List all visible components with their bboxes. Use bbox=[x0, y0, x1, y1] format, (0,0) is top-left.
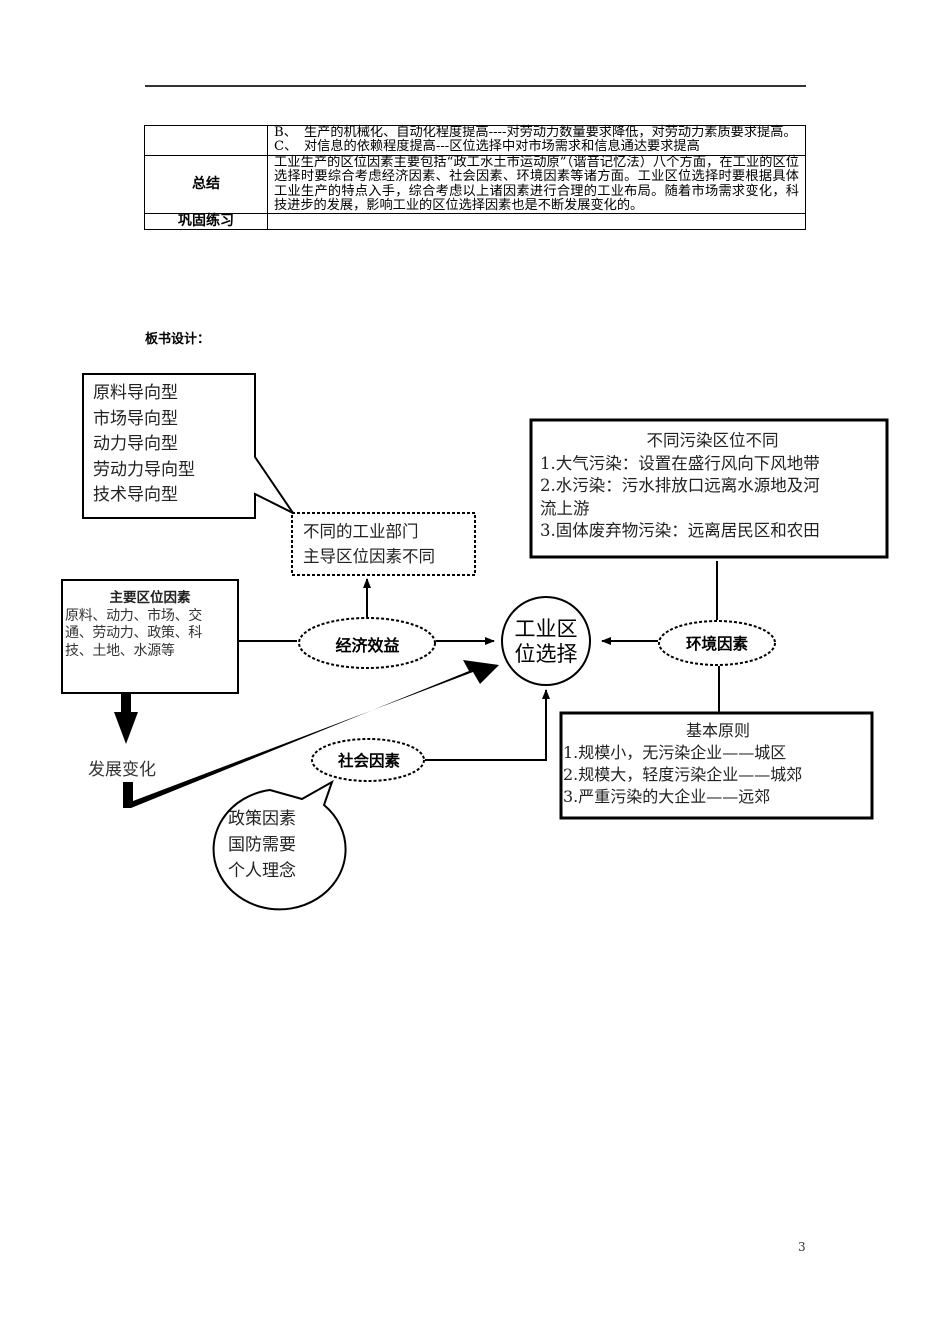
principle-line: 2.规模大，轻度污染企业——城郊 bbox=[563, 765, 803, 784]
pollution-line: 2.水污染：污水排放口远离水源地及河 bbox=[540, 476, 820, 495]
pollution-title: 不同污染区位不同 bbox=[646, 431, 779, 450]
orientation-type: 劳动力导向型 bbox=[93, 459, 195, 480]
main-factors-line: 原料、动力、市场、交 bbox=[65, 607, 202, 624]
item-marker: B、 bbox=[274, 125, 297, 140]
environment-factor-ellipse bbox=[658, 620, 776, 666]
item-text: 生产的机械化、自动化程度提高----对劳动力数量要求降低，对劳动力素质要求提高。 bbox=[304, 125, 797, 140]
economic-benefit-ellipse bbox=[298, 617, 436, 669]
center-label-line: 工业区 bbox=[514, 617, 578, 641]
thick-arrow-shaft bbox=[121, 693, 131, 713]
row-content: B、 生产的机械化、自动化程度提高----对劳动力数量要求降低，对劳动力素质要求… bbox=[267, 125, 806, 156]
department-note-line: 不同的工业部门 bbox=[303, 522, 419, 541]
header-rule bbox=[145, 85, 806, 87]
row-label: 巩固练习 bbox=[144, 213, 268, 230]
summary-text: 工业生产的区位因素主要包括“政工水土市运动原”（谐音记忆法）八个方面，在工业的区… bbox=[267, 154, 806, 215]
main-factors-text: 主要区位因素 原料、动力、市场、交 通、劳动力、政策、科 技、土地、水源等 bbox=[65, 590, 235, 660]
principles-title: 基本原则 bbox=[685, 721, 750, 740]
department-box bbox=[291, 512, 476, 576]
social-factor-ellipse bbox=[311, 738, 425, 782]
item-text: 对信息的依赖程度提高---区位选择中对市场需求和信息通达要求提高 bbox=[304, 139, 700, 155]
row-label bbox=[144, 125, 268, 156]
main-factors-title: 主要区位因素 bbox=[109, 590, 191, 606]
pollution-box bbox=[529, 418, 889, 559]
social-bubble-text: 政策因素 国防需要 个人理念 bbox=[228, 806, 296, 884]
table-row: 巩固练习 bbox=[144, 213, 806, 230]
department-note: 不同的工业部门 主导区位因素不同 bbox=[303, 519, 435, 569]
list-item: C、 对信息的依赖程度提高---区位选择中对市场需求和信息通达要求提高 bbox=[274, 139, 799, 155]
social-callout bbox=[212, 779, 347, 911]
section-title: 板书设计： bbox=[145, 332, 211, 347]
main-factors-line: 通、劳动力、政策、科 bbox=[65, 625, 202, 641]
page-number: 3 bbox=[798, 1240, 806, 1254]
exercise-cell bbox=[267, 213, 806, 230]
main-factors-line: 技、土地、水源等 bbox=[65, 642, 175, 659]
item-marker: C、 bbox=[274, 139, 298, 155]
pollution-line: 流上游 bbox=[540, 498, 590, 518]
thick-arrow-head bbox=[114, 712, 138, 744]
orientation-type: 原料导向型 bbox=[93, 383, 178, 403]
development-change-label: 发展变化 bbox=[88, 760, 156, 780]
pollution-text: 不同污染区位不同 1.大气污染：设置在盛行风向下风地带 2.水污染：污水排放口远… bbox=[540, 430, 885, 543]
center-label: 工业区 位选择 bbox=[502, 617, 590, 667]
social-factor-label: 社会因素 bbox=[337, 752, 400, 770]
department-note-line: 主导区位因素不同 bbox=[303, 547, 435, 566]
orientation-type: 技术导向型 bbox=[93, 485, 178, 505]
list-item: B、 生产的机械化、自动化程度提高----对劳动力数量要求降低，对劳动力素质要求… bbox=[274, 125, 799, 140]
pollution-line: 3.固体废弃物污染：远离居民区和农田 bbox=[540, 521, 820, 540]
principle-line: 1.规模小，无污染企业——城区 bbox=[563, 743, 787, 762]
table-row: B、 生产的机械化、自动化程度提高----对劳动力数量要求降低，对劳动力素质要求… bbox=[144, 125, 806, 156]
main-factors-box bbox=[61, 579, 239, 694]
orientation-type: 市场导向型 bbox=[93, 408, 178, 429]
lesson-plan-table: B、 生产的机械化、自动化程度提高----对劳动力数量要求降低，对劳动力素质要求… bbox=[144, 125, 806, 230]
orientation-types-list: 原料导向型 市场导向型 动力导向型 劳动力导向型 技术导向型 bbox=[93, 381, 195, 509]
center-circle bbox=[501, 596, 591, 686]
environment-factor-label: 环境因素 bbox=[685, 635, 748, 653]
table-row: 总结 工业生产的区位因素主要包括“政工水土市运动原”（谐音记忆法）八个方面，在工… bbox=[144, 154, 806, 215]
pollution-line: 1.大气污染：设置在盛行风向下风地带 bbox=[540, 453, 820, 473]
orientation-type: 动力导向型 bbox=[93, 434, 178, 454]
social-bubble-line: 国防需要 bbox=[228, 835, 296, 855]
social-bubble-line: 政策因素 bbox=[228, 809, 296, 829]
development-arrow bbox=[123, 660, 499, 808]
types-callout bbox=[82, 373, 296, 519]
principles-box bbox=[559, 711, 874, 820]
economic-benefit-label: 经济效益 bbox=[335, 636, 400, 655]
principle-line: 3.严重污染的大企业——远郊 bbox=[563, 787, 771, 806]
arrow-social-to-center bbox=[425, 689, 550, 761]
social-bubble-line: 个人理念 bbox=[228, 861, 296, 881]
principles-text: 基本原则 1.规模小，无污染企业——城区 2.规模大，轻度污染企业——城郊 3.… bbox=[563, 720, 873, 808]
center-label-line: 位选择 bbox=[514, 642, 578, 666]
